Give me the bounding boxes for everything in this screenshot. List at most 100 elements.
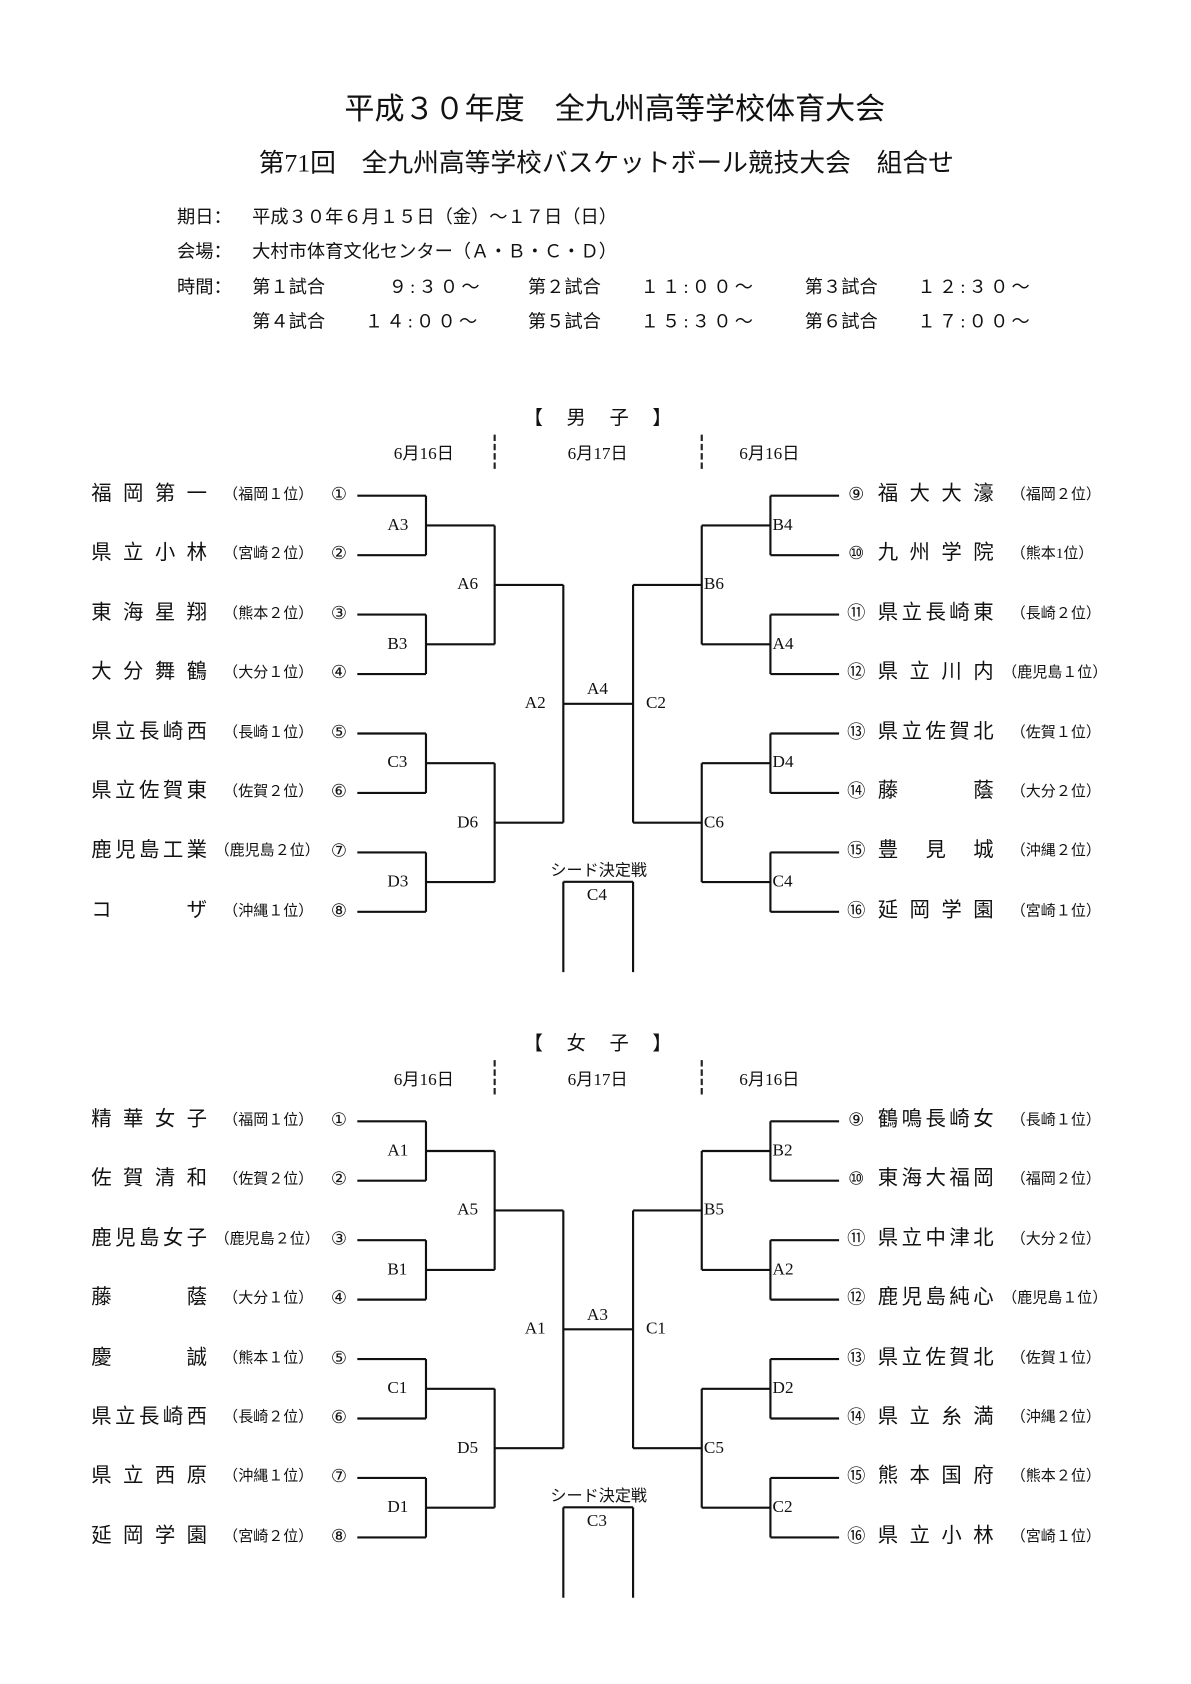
- seed-number: ⑦: [330, 1466, 348, 1487]
- seed-number: ⑥: [330, 781, 348, 802]
- team-prefecture-rank: （沖縄２位）: [1010, 843, 1101, 860]
- seed-match-label: C4: [586, 886, 607, 905]
- team-prefecture-rank: （長崎２位）: [223, 1409, 314, 1427]
- match-label: A3: [387, 515, 409, 535]
- team-name: 鹿児島女子: [91, 1227, 208, 1250]
- page-subtitle: 第71回 全九州高等学校バスケットボール競技大会 組合せ: [258, 150, 954, 179]
- seed-number: ⑮: [847, 1466, 866, 1487]
- team-name: 藤蔭: [877, 780, 994, 803]
- match-label: B1: [387, 1260, 408, 1279]
- match-label: D2: [772, 1379, 794, 1398]
- team-prefecture-rank: （佐賀１位）: [1010, 1350, 1101, 1367]
- match-label: B5: [703, 1200, 724, 1220]
- match-label: B4: [772, 515, 793, 535]
- team-prefecture-rank: （福岡２位）: [1010, 487, 1101, 504]
- team-name: コザ: [91, 898, 208, 922]
- team-prefecture-rank: （佐賀２位）: [223, 784, 314, 801]
- seed-number: ⑩: [848, 543, 865, 564]
- seed-number: ①: [330, 1109, 348, 1130]
- match-label: A6: [457, 575, 479, 594]
- team-name: 県立西原: [91, 1465, 208, 1488]
- team-name: 県立長崎西: [91, 1405, 208, 1429]
- time-label: 時間：: [177, 276, 232, 298]
- game-3-label: 第３試合: [804, 276, 878, 298]
- seed-number: ⑫: [847, 1287, 866, 1309]
- team-name: 九州学院: [877, 542, 994, 565]
- round-date: 6月16日: [393, 445, 454, 464]
- date-value: 平成３０年６月１５日（金）～１７日（日）: [252, 207, 617, 228]
- team-prefecture-rank: （福岡１位）: [223, 1112, 314, 1129]
- round-date: 6月17日: [567, 1070, 628, 1090]
- final-match-label: A3: [586, 1305, 608, 1324]
- team-prefecture-rank: （熊本２位）: [223, 606, 314, 623]
- team-name: 県立佐賀東: [91, 780, 208, 803]
- team-name: 佐賀清和: [91, 1167, 208, 1191]
- game-2-time: １１:００～: [640, 276, 757, 298]
- team-name: 福大大濠: [877, 482, 994, 506]
- team-prefecture-rank: （長崎１位）: [223, 724, 314, 742]
- game-5-label: 第５試合: [527, 311, 601, 332]
- team-prefecture-rank: （佐賀２位）: [223, 1172, 314, 1189]
- section-header: 【 男 子 】: [523, 406, 674, 429]
- match-label: B2: [772, 1141, 793, 1160]
- match-label: C1: [387, 1379, 408, 1398]
- seed-number: ⑯: [847, 1525, 866, 1546]
- team-prefecture-rank: （鹿児島１位）: [1002, 665, 1108, 682]
- team-name: 延岡学園: [877, 898, 994, 922]
- game-4-label: 第４試合: [252, 311, 326, 332]
- game-4-time: １４:００～: [364, 311, 481, 332]
- team-prefecture-rank: （福岡２位）: [1010, 1172, 1101, 1189]
- bracket-lines: [357, 494, 840, 973]
- team-name: 県立佐賀北: [877, 1346, 994, 1369]
- team-name: 熊本国府: [877, 1465, 994, 1488]
- team-name: 藤蔭: [91, 1286, 208, 1310]
- team-name: 鹿児島純心: [877, 1286, 994, 1310]
- match-label: A5: [457, 1200, 479, 1220]
- match-label: A2: [772, 1260, 794, 1279]
- team-prefecture-rank: （鹿児島１位）: [1002, 1291, 1108, 1308]
- seed-decision-label: シード決定戦: [550, 1488, 648, 1506]
- day-separator: [493, 1060, 496, 1095]
- seed-number: ③: [330, 602, 348, 624]
- team-prefecture-rank: （鹿児島２位）: [214, 843, 320, 860]
- match-label: C1: [645, 1319, 666, 1338]
- team-prefecture-rank: （沖縄２位）: [1010, 1409, 1101, 1427]
- match-label: D5: [457, 1438, 479, 1457]
- team-prefecture-rank: （佐賀１位）: [1010, 724, 1101, 742]
- match-label: A1: [387, 1141, 409, 1160]
- team-prefecture-rank: （宮崎１位）: [1010, 1528, 1101, 1545]
- team-prefecture-rank: （大分２位）: [1010, 1231, 1101, 1248]
- round-date: 6月17日: [567, 445, 628, 464]
- match-label: B6: [703, 575, 724, 594]
- day-separator: [493, 434, 496, 469]
- team-prefecture-rank: （長崎２位）: [1010, 606, 1101, 623]
- team-name: 慶誠: [91, 1346, 208, 1369]
- team-name: 豊見城: [877, 839, 994, 863]
- team-prefecture-rank: （大分２位）: [1010, 784, 1101, 801]
- match-label: C4: [772, 872, 793, 891]
- round-date: 6月16日: [739, 445, 800, 464]
- game-6-time: １７:００～: [917, 311, 1034, 332]
- team-prefecture-rank: （宮崎１位）: [1010, 903, 1101, 920]
- seed-number: ⑭: [847, 781, 866, 802]
- game-2-label: 第２試合: [527, 276, 601, 298]
- team-name: 県立糸満: [877, 1405, 994, 1429]
- team-prefecture-rank: （熊本２位）: [1010, 1469, 1101, 1486]
- seed-number: ⑪: [847, 1228, 866, 1249]
- team-prefecture-rank: （宮崎２位）: [223, 1528, 314, 1545]
- match-label: C6: [703, 812, 724, 832]
- team-prefecture-rank: （沖縄１位）: [223, 1469, 314, 1486]
- match-label: A4: [772, 634, 794, 653]
- team-prefecture-rank: （熊本1位）: [1010, 546, 1094, 563]
- match-label: C3: [387, 753, 408, 772]
- seed-number: ⑤: [330, 721, 348, 743]
- final-match-label: A4: [586, 680, 608, 699]
- seed-number: ⑨: [848, 1109, 865, 1130]
- team-name: 精華女子: [91, 1108, 208, 1131]
- seed-decision-label: シード決定戦: [550, 862, 648, 880]
- seed-number: ⑧: [330, 900, 348, 921]
- team-prefecture-rank: （鹿児島２位）: [214, 1231, 320, 1248]
- team-name: 鶴鳴長崎女: [877, 1108, 994, 1131]
- page-title: 平成３０年度 全九州高等学校体育大会: [344, 93, 886, 127]
